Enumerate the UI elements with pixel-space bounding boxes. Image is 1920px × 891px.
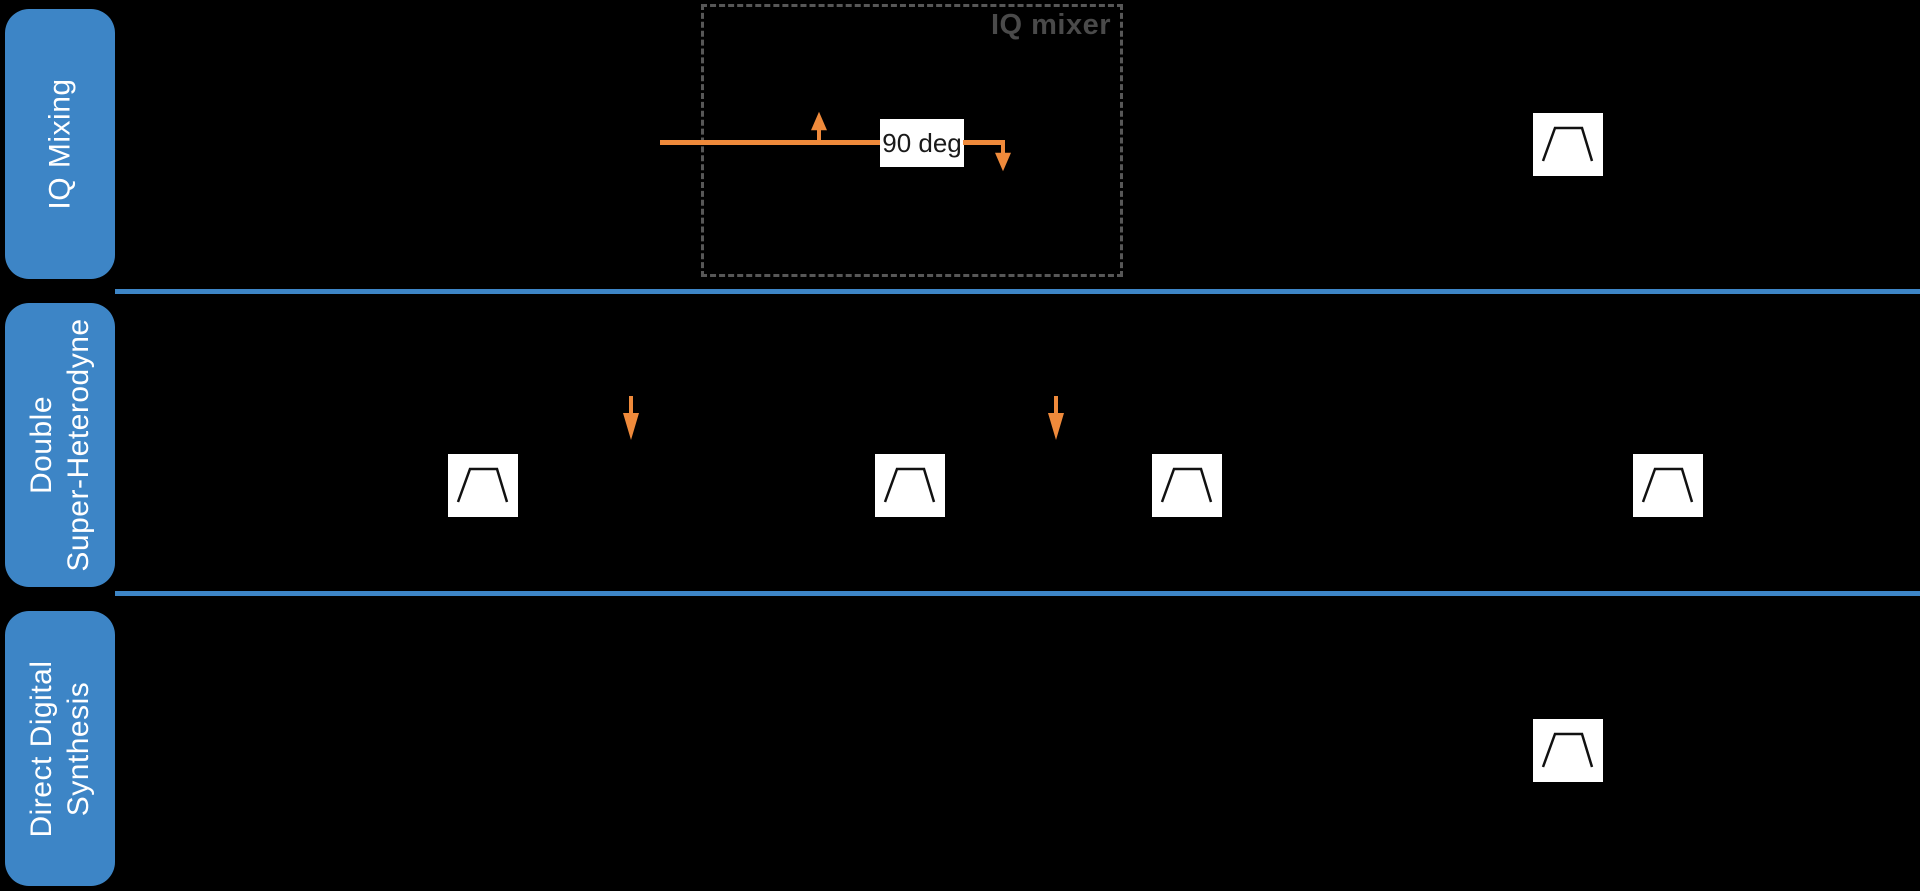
row-label-iq-mixing: IQ Mixing bbox=[5, 9, 115, 279]
arrow-down-icon bbox=[1046, 396, 1066, 441]
row-label-line: Direct Digital bbox=[25, 659, 58, 838]
row-divider bbox=[115, 289, 1920, 294]
signal-line-phase-output bbox=[963, 140, 1005, 145]
row-label-line: Synthesis bbox=[62, 681, 95, 816]
row-label-double-super-heterodyne: Double Super-Heterodyne bbox=[5, 303, 115, 587]
phase-shifter-label: 90 deg bbox=[882, 127, 962, 158]
signal-line-lo-input bbox=[660, 140, 880, 145]
bandpass-filter-icon bbox=[1533, 113, 1603, 176]
bandpass-filter-icon bbox=[1633, 454, 1703, 517]
row-label-text: IQ Mixing bbox=[42, 78, 79, 209]
bandpass-filter-icon bbox=[448, 454, 518, 517]
row-label-line: Super-Heterodyne bbox=[62, 318, 95, 572]
row-label-line: Double bbox=[25, 395, 58, 495]
bandpass-filter-icon bbox=[1533, 719, 1603, 782]
bandpass-filter-icon bbox=[1152, 454, 1222, 517]
row-label-line: IQ Mixing bbox=[43, 78, 77, 210]
arrow-up-icon bbox=[809, 111, 829, 142]
phase-shifter-box: 90 deg bbox=[880, 119, 964, 167]
bandpass-filter-icon bbox=[875, 454, 945, 517]
row-label-text: Direct Digital Synthesis bbox=[23, 660, 97, 837]
row-divider bbox=[115, 591, 1920, 596]
row-label-text: Double Super-Heterodyne bbox=[23, 318, 97, 571]
row-label-direct-digital-synthesis: Direct Digital Synthesis bbox=[5, 611, 115, 886]
arrow-down-icon bbox=[621, 396, 641, 441]
arrow-down-icon bbox=[993, 141, 1013, 172]
iq-mixer-box-title: IQ mixer bbox=[990, 9, 1111, 41]
